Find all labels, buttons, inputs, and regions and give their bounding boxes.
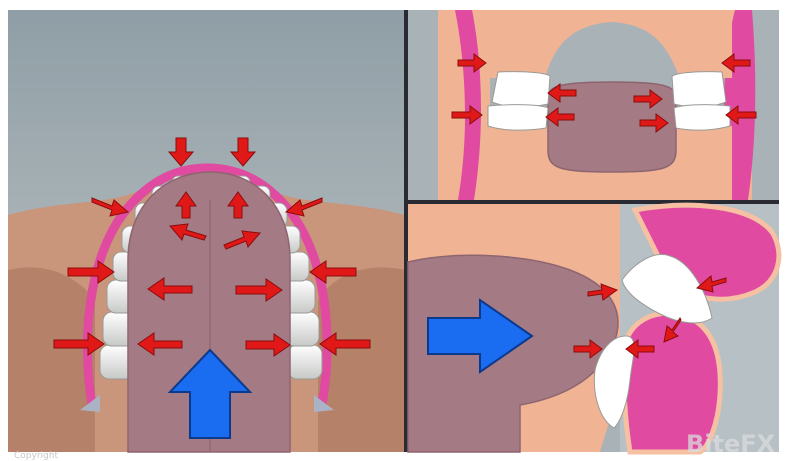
panel-divider-horizontal [408, 200, 779, 204]
front-section-panel [408, 10, 779, 200]
copyright-watermark: Copyright [14, 451, 58, 461]
upper-arch-panel: Copyright [8, 10, 405, 461]
bitefx-watermark: BiteFX [686, 430, 776, 458]
side-section-panel: BiteFX [408, 204, 779, 458]
